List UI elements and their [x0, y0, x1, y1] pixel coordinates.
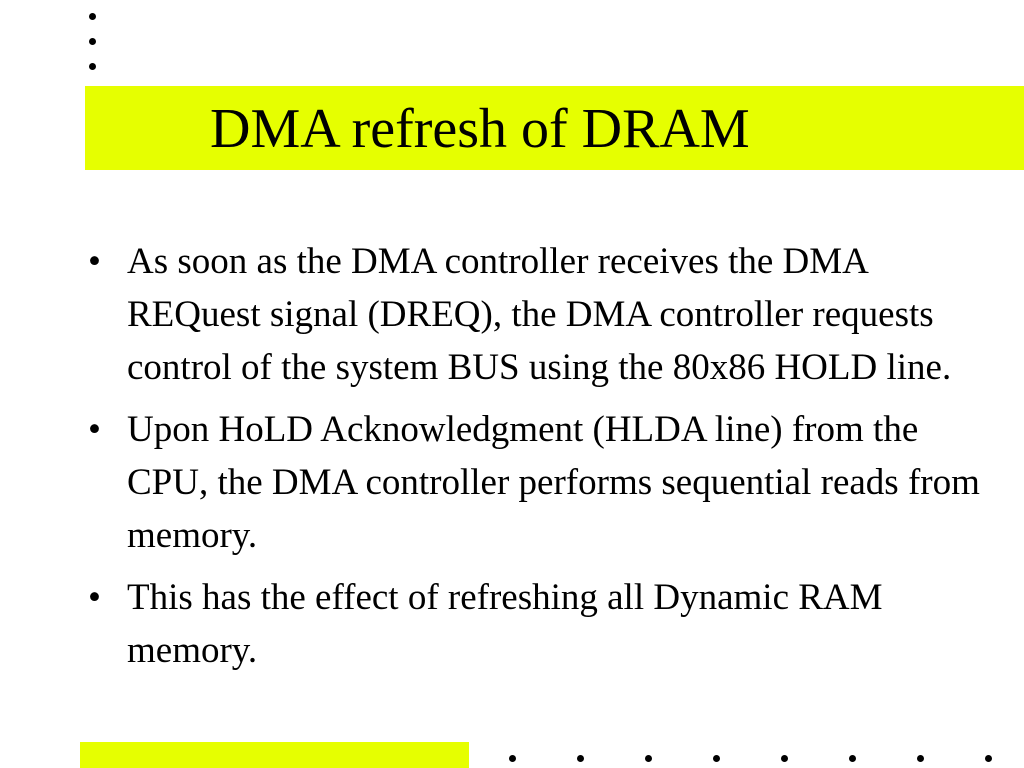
bullet-marker: •: [88, 577, 101, 618]
bullet-text: Upon HoLD Acknowledgment (HLDA line) fro…: [127, 409, 980, 556]
bullet-text: This has the effect of refreshing all Dy…: [127, 577, 883, 671]
decorative-dot: [849, 755, 856, 762]
footer-highlight-bar: [80, 742, 469, 768]
decorative-dot: [89, 63, 96, 70]
bullet-item: • This has the effect of refreshing all …: [85, 571, 985, 677]
bullet-list: • As soon as the DMA controller receives…: [85, 235, 985, 686]
decorative-dot: [645, 755, 652, 762]
decorative-dot: [89, 13, 96, 20]
slide-title: DMA refresh of DRAM: [210, 98, 750, 160]
bullet-marker: •: [88, 241, 101, 282]
decorative-dot: [781, 755, 788, 762]
bullet-text: As soon as the DMA controller receives t…: [127, 241, 952, 388]
decorative-dot: [985, 755, 992, 762]
decorative-dot: [917, 755, 924, 762]
bullet-marker: •: [88, 409, 101, 450]
bullet-item: • Upon HoLD Acknowledgment (HLDA line) f…: [85, 403, 985, 562]
decorative-dot: [713, 755, 720, 762]
title-highlight-bar: [85, 86, 1024, 170]
decorative-dot: [89, 38, 96, 45]
decorative-dot: [577, 755, 584, 762]
bullet-item: • As soon as the DMA controller receives…: [85, 235, 985, 394]
decorative-dot: [509, 755, 516, 762]
